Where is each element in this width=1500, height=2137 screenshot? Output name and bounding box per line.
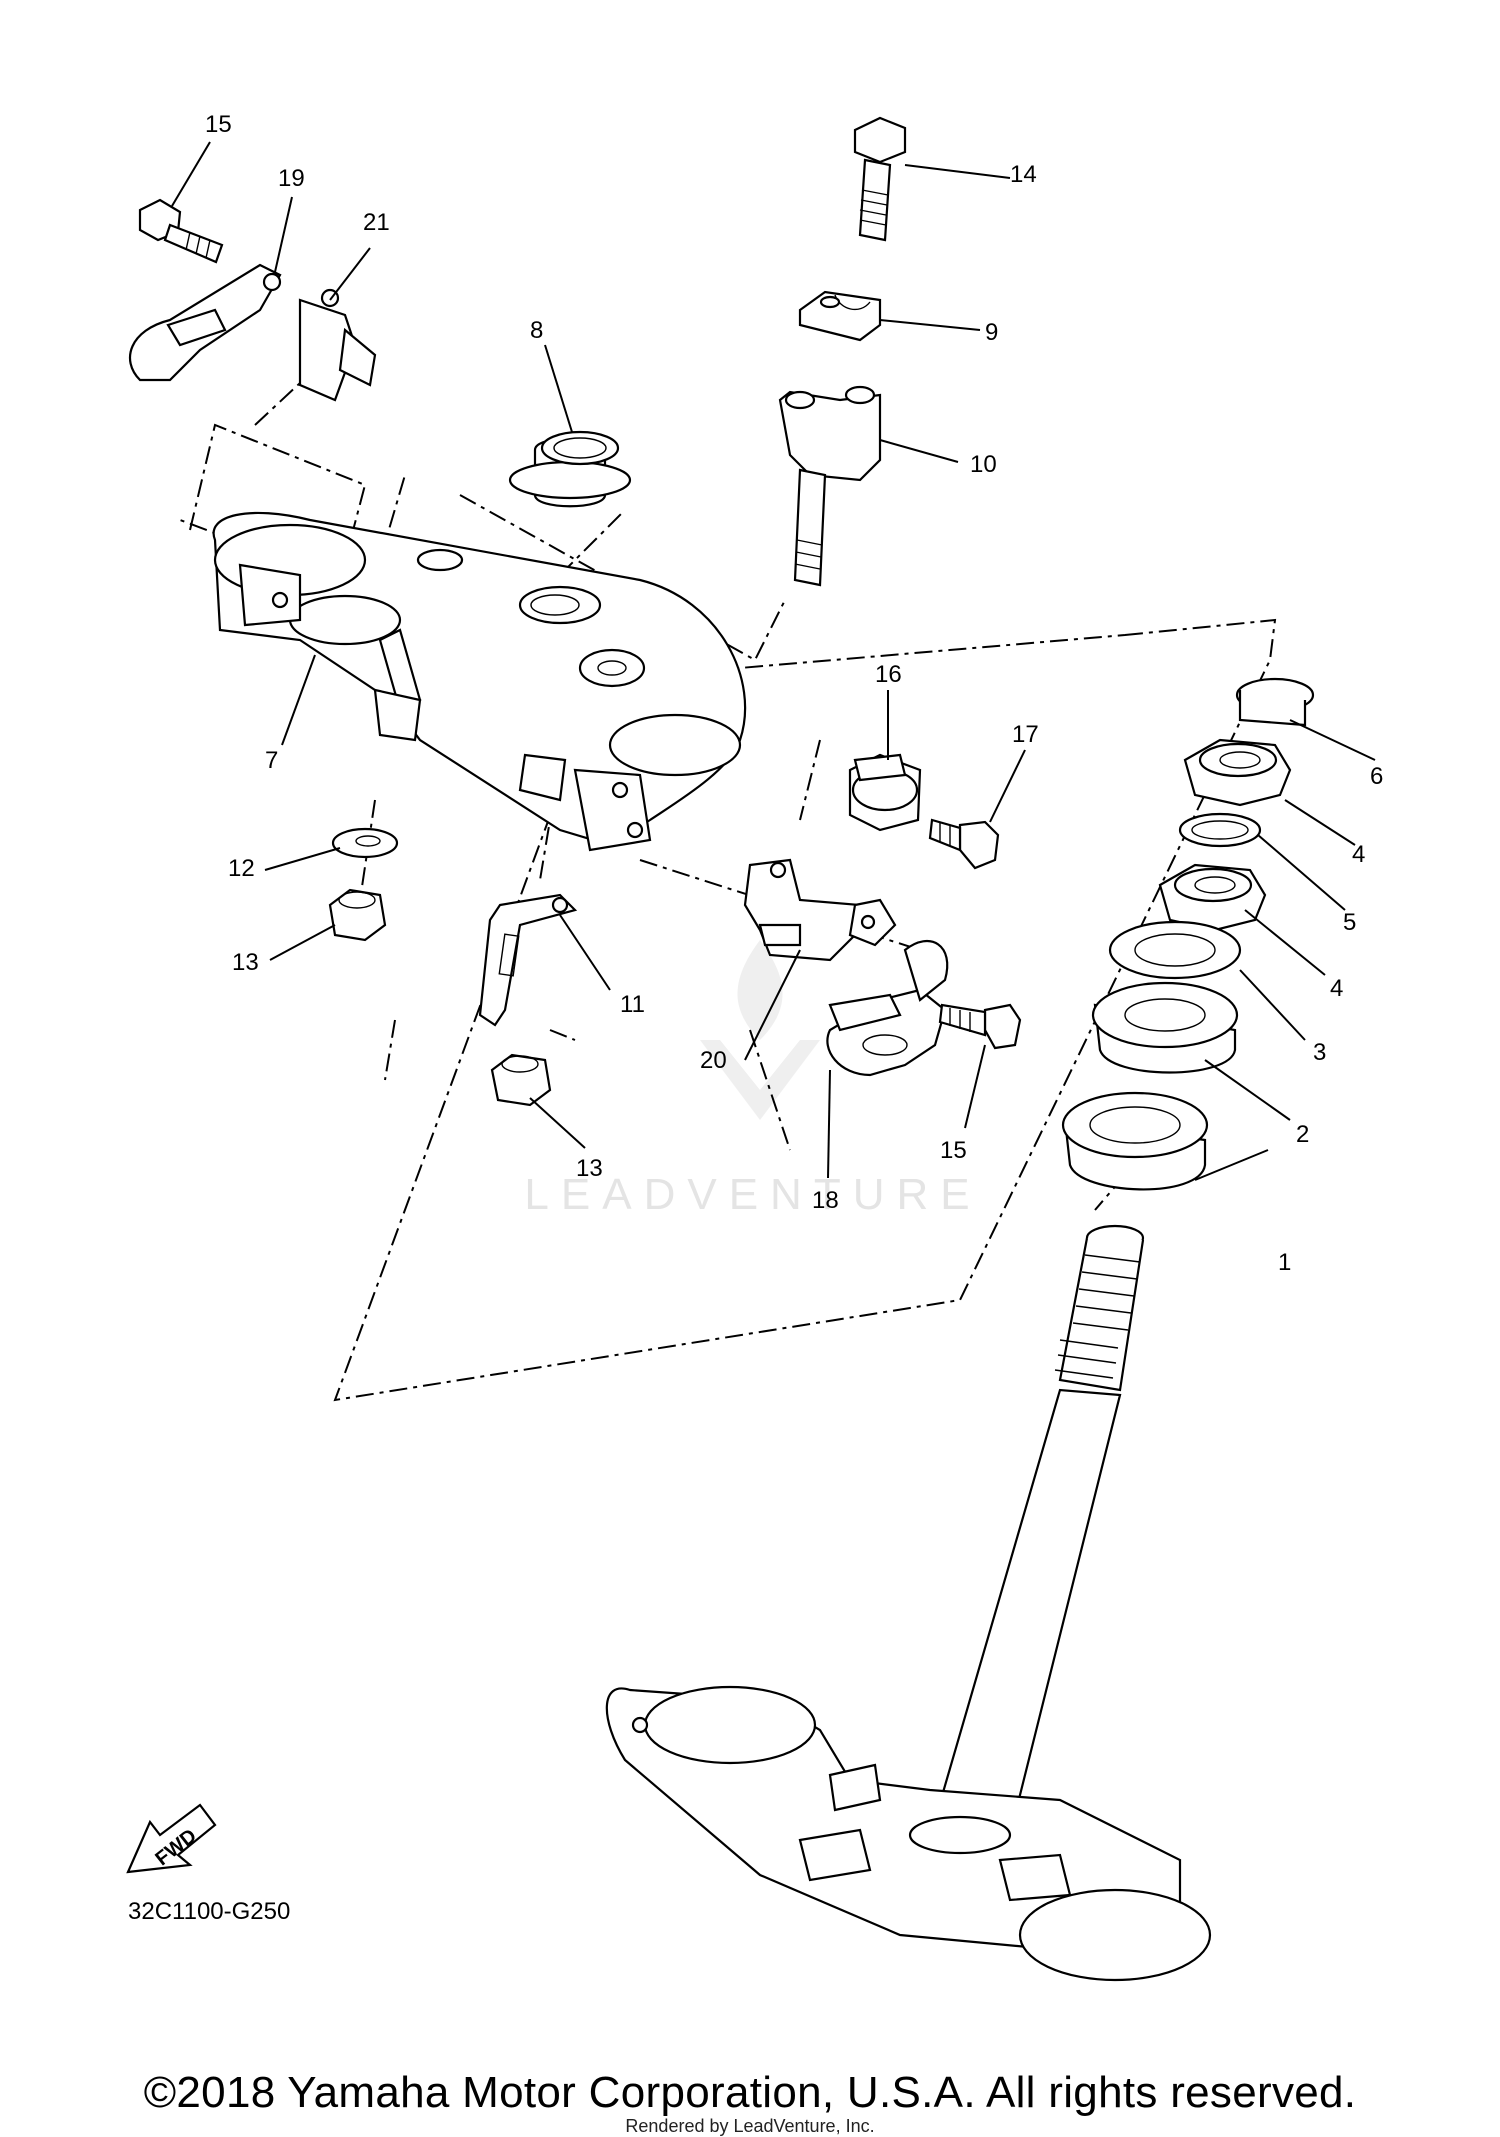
part-4-ring-nut-lower xyxy=(1158,863,1267,932)
part-11-stay xyxy=(478,893,578,1027)
fwd-arrow-icon: FWD xyxy=(126,1803,217,1874)
diagram-code: 32C1100-G250 xyxy=(128,1898,291,1925)
callout-numbers: 15 19 21 8 14 9 10 7 16 17 6 4 5 4 3 2 1… xyxy=(205,111,1383,1276)
part-9-clamp-cap xyxy=(798,290,882,342)
callout-15-lower: 15 xyxy=(940,1137,967,1164)
callout-1: 1 xyxy=(1278,1249,1291,1276)
callout-21: 21 xyxy=(363,209,390,236)
callout-16: 16 xyxy=(875,661,902,688)
callout-13-center: 13 xyxy=(576,1155,603,1182)
callout-4-lower: 4 xyxy=(1330,975,1343,1002)
part-8-collar xyxy=(508,430,632,508)
part-10-handlebar-holder xyxy=(778,385,882,587)
callout-5: 5 xyxy=(1343,909,1356,936)
part-4-ring-nut-upper xyxy=(1183,738,1292,807)
part-3-seal xyxy=(1108,920,1242,980)
part-19-guide xyxy=(128,263,282,382)
part-21-clip xyxy=(298,288,377,402)
rendered-by-credit: Rendered by LeadVenture, Inc. xyxy=(625,2116,875,2136)
callout-19: 19 xyxy=(278,165,305,192)
callout-8: 8 xyxy=(530,317,543,344)
part-13-nut-left xyxy=(328,888,387,942)
part-13-nut-center xyxy=(490,1053,552,1107)
callout-13-left: 13 xyxy=(232,949,259,976)
part-15-bolt-lower xyxy=(938,1003,1022,1050)
callout-3: 3 xyxy=(1313,1039,1326,1066)
part-15-bolt-upper xyxy=(138,198,224,264)
part-17-bolt xyxy=(928,818,1000,870)
part-20-bracket xyxy=(743,858,897,962)
callout-2: 2 xyxy=(1296,1121,1309,1148)
leadventure-logo-watermark xyxy=(700,940,820,1120)
callout-17: 17 xyxy=(1012,721,1039,748)
part-6-cover xyxy=(1235,677,1315,727)
callout-14: 14 xyxy=(1010,161,1037,188)
part-7-upper-bracket xyxy=(212,511,747,852)
callout-11: 11 xyxy=(620,991,645,1018)
part-14-bolt xyxy=(853,116,907,242)
part-18-guide xyxy=(826,939,949,1077)
steering-stem-lower-bracket xyxy=(605,1224,1212,1982)
callout-15-upper: 15 xyxy=(205,111,232,138)
callout-4-upper: 4 xyxy=(1352,841,1365,868)
watermark-text: LEADVENTURE xyxy=(524,1170,982,1219)
part-5-lock-washer xyxy=(1178,812,1262,848)
copyright-notice: ©2018 Yamaha Motor Corporation, U.S.A. A… xyxy=(143,2068,1357,2117)
part-16-clamp xyxy=(848,753,922,832)
callout-9: 9 xyxy=(985,319,998,346)
callout-10: 10 xyxy=(970,451,997,478)
callout-7: 7 xyxy=(265,747,278,774)
part-2-bearing xyxy=(1091,981,1239,1074)
leader-lines xyxy=(171,141,1376,1181)
callout-20: 20 xyxy=(700,1047,727,1074)
part-1-bearing xyxy=(1061,1091,1209,1191)
callout-18: 18 xyxy=(812,1187,839,1214)
part-12-washer xyxy=(331,827,399,859)
callout-12: 12 xyxy=(228,855,255,882)
callout-6: 6 xyxy=(1370,763,1383,790)
